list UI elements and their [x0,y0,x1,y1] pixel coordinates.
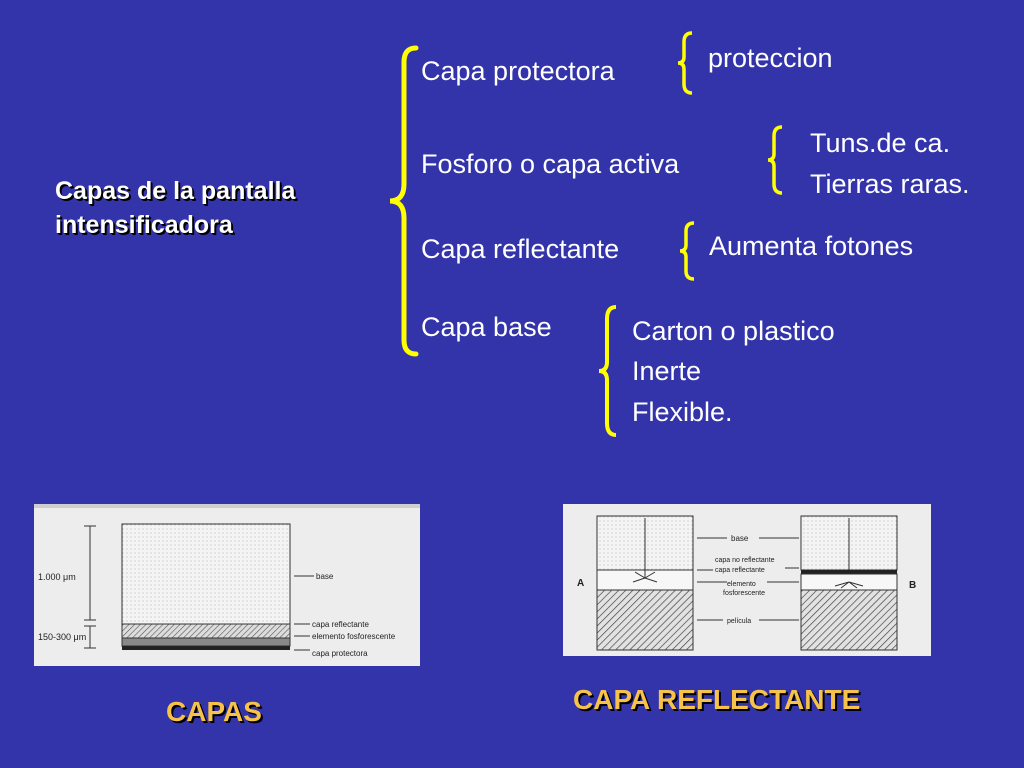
label-base: base [316,572,334,581]
caption-capa-reflectante: CAPA REFLECTANTE [573,684,861,715]
r-label-no-reflectante: capa no reflectante [715,557,775,564]
layer-name-reflectante: Capa reflectante [421,234,620,264]
detail-proteccion: proteccion [708,43,833,73]
detail-flexible: Flexible. [632,397,733,427]
reflective-figure: base capa no reflectante capa reflectant… [563,504,931,656]
detail-carton: Carton o plastico [632,316,835,346]
label-reflectante: capa reflectante [312,620,369,629]
reflective-diagram: base capa no reflectante capa reflectant… [563,504,931,656]
r-label-pelicula: película [727,618,751,625]
main-brace [389,45,419,357]
r-label-fosforescente: fosforescente [723,590,765,597]
r-label-elemento: elemento [727,581,756,588]
label-protectora: capa protectora [312,649,368,658]
detail-tierras: Tierras raras. [810,169,970,199]
layer-name-activa: Fosforo o capa activa [421,149,680,179]
detail-inerte: Inerte [632,356,702,386]
brace-activa [767,125,783,195]
r-label-B: B [909,580,916,591]
layer-name-base: Capa base [421,312,552,342]
layers-diagram: 1.000 μm 150-300 μm base capa reflectant… [34,504,420,666]
title-line-2: intensificadora [55,211,233,239]
r-label-base: base [731,534,749,543]
brace-reflectante [679,221,695,281]
layer-name-protectora: Capa protectora [421,56,615,86]
r-label-reflectante: capa reflectante [715,567,765,574]
dim-top-label: 1.000 μm [38,572,76,582]
detail-tuns: Tuns.de ca. [810,128,951,158]
r-label-A: A [577,578,584,589]
layers-figure: 1.000 μm 150-300 μm base capa reflectant… [34,504,420,666]
slide-title: Capas de la pantalla intensificadora [55,174,295,242]
detail-aumenta: Aumenta fotones [709,231,914,261]
brace-base [598,305,617,437]
title-line-1: Capas de la pantalla [55,177,296,205]
caption-capas: CAPAS [166,696,262,727]
brace-protectora [677,31,693,95]
label-fosforescente: elemento fosforescente [312,632,396,641]
dim-bottom-label: 150-300 μm [38,632,86,642]
